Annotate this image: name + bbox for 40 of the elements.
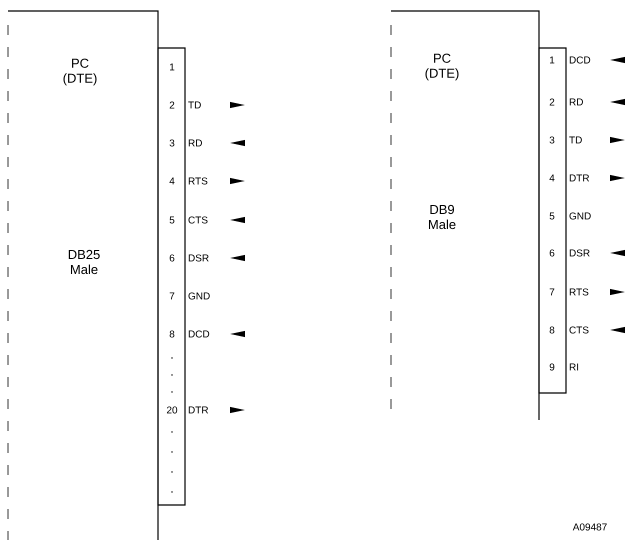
pin-signal-name: GND (570, 212, 591, 220)
pin-number: 9 (550, 363, 554, 371)
pin-number: 3 (170, 139, 174, 147)
figure-number: A09487 (572, 523, 607, 531)
pin-number: 7 (550, 288, 554, 296)
pin-signal-name: DCD (570, 56, 590, 64)
pin-signal-name: DTR (570, 174, 590, 182)
pin-number: 2 (550, 98, 554, 106)
pin-number: 2 (170, 102, 174, 108)
connector-strip (157, 47, 186, 506)
pin-signal-name: DTR (188, 406, 208, 414)
pin-signal-name: RD (570, 98, 583, 106)
pin-number: 20 (166, 406, 178, 414)
pin-signal-name: TD (569, 136, 582, 144)
pin-signal-name: GND (188, 292, 210, 300)
pin-signal-name: RTS (570, 288, 588, 296)
pin-signal-name: DSR (570, 249, 590, 257)
pc-box: PC (DTE) DB25 Male (8, 10, 159, 540)
pin-signal-name: RTS (188, 177, 208, 185)
pc-box: PC (DTE) DB9 Male (390, 10, 540, 420)
pin-number: 6 (170, 254, 174, 262)
pin-number: 3 (550, 136, 554, 144)
pin-signal-name: RD (188, 140, 202, 146)
pin-signal-name: DCD (188, 330, 210, 338)
pin-number: 4 (549, 174, 554, 182)
pin-signal-name: RI (570, 364, 578, 370)
pin-number: 7 (170, 292, 174, 300)
pin-number: 6 (550, 249, 554, 257)
pin-signal-name: TD (188, 102, 201, 108)
pin-number: 5 (550, 212, 554, 220)
pin-number: 4 (169, 178, 174, 184)
pin-signal-name: CTS (188, 216, 208, 224)
pin-signal-name: CTS (570, 326, 589, 334)
pin-number: 8 (550, 326, 554, 334)
pin-number: 1 (550, 56, 554, 64)
connector-strip (538, 47, 567, 394)
pin-number: 1 (170, 64, 174, 70)
pin-number: 5 (170, 216, 174, 224)
pin-signal-name: DSR (188, 254, 209, 262)
pin-number: 8 (170, 330, 174, 338)
